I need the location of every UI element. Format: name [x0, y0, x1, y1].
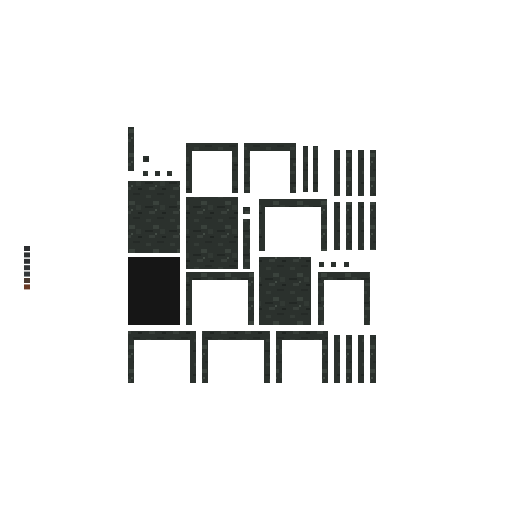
dot-cluster-sprite: [143, 156, 172, 176]
vertical-bars-sprite: [334, 150, 376, 196]
arch-frame-sprite: [128, 331, 196, 383]
arch-frame-sprite: [318, 272, 370, 325]
arch-frame-sprite: [202, 331, 270, 383]
stone-panel-sprite: [259, 257, 311, 325]
i-glyph-sprite: [243, 207, 250, 269]
color-swatch: [24, 265, 30, 271]
vertical-bars-sprite: [334, 335, 376, 383]
stone-panel-sprite: [186, 197, 238, 269]
stone-panel-sprite: [128, 181, 180, 253]
arch-frame-sprite: [186, 272, 254, 325]
color-swatch-strip: [24, 246, 30, 290]
color-swatch: [24, 278, 30, 283]
color-swatch: [24, 284, 30, 290]
arch-frame-sprite: [276, 331, 328, 383]
bar-vertical-tall-sprite: [128, 127, 134, 171]
color-swatch: [24, 258, 30, 264]
color-swatch: [24, 252, 30, 258]
color-swatch: [24, 246, 30, 251]
color-swatch: [24, 271, 30, 277]
thin-bars-sprite: [303, 146, 318, 192]
solid-dark-panel-sprite: [128, 257, 180, 325]
dot-cluster-sprite: [319, 262, 349, 267]
arch-frame-sprite: [259, 199, 327, 251]
vertical-bars-sprite: [334, 202, 376, 250]
arch-frame-sprite: [244, 143, 296, 193]
arch-frame-sprite: [186, 143, 238, 193]
